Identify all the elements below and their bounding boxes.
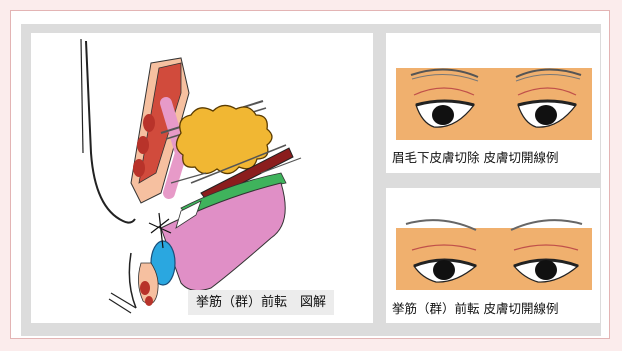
main-diagram-caption: 挙筋（群）前転 図解 xyxy=(188,290,334,315)
levator-incision-caption: 挙筋（群）前転 皮膚切開線例 xyxy=(392,303,558,316)
brow-excision-eyes-illustration xyxy=(386,33,600,148)
levator-incision-eyes-illustration xyxy=(386,188,600,293)
brow-excision-caption: 眉毛下皮膚切除 皮膚切開線例 xyxy=(392,152,558,165)
levator-advancement-illustration xyxy=(31,33,373,323)
